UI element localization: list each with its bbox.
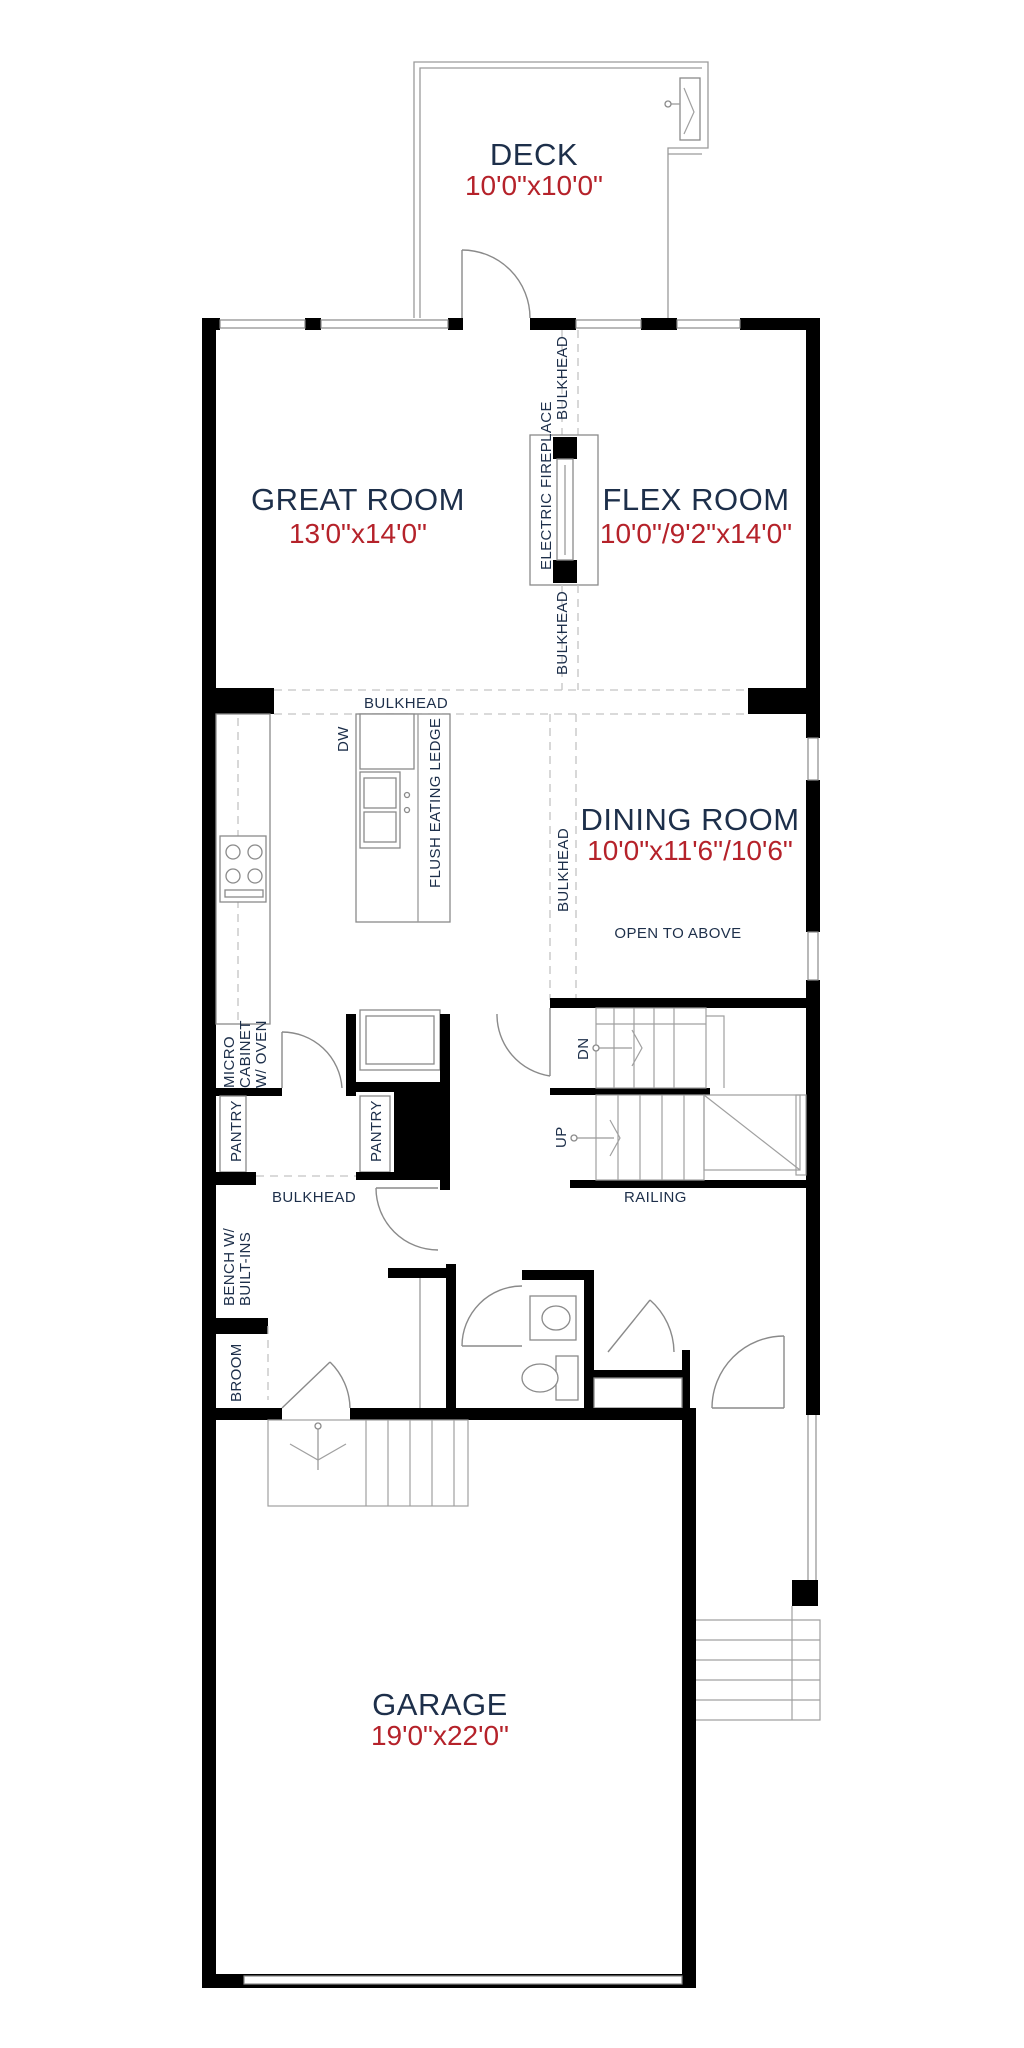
mudroom-door[interactable]	[375, 1187, 439, 1251]
label-w-oven: W/ OVEN	[253, 1020, 270, 1088]
label-built-ins: BUILT-INS	[237, 1232, 254, 1306]
label-broom: BROOM	[228, 1343, 245, 1402]
stair-door[interactable]	[496, 1008, 551, 1077]
room-dims-dining-room: 10'0"x11'6"/10'6"	[587, 835, 793, 866]
label-up: UP	[553, 1126, 570, 1148]
room-name-flex-room: FLEX ROOM	[602, 482, 789, 517]
front-porch	[696, 1415, 821, 1721]
fireplace-wall	[529, 330, 599, 690]
label-dn: DN	[575, 1038, 592, 1060]
label-pantry-left: PANTRY	[228, 1100, 245, 1162]
room-dims-garage: 19'0"x22'0"	[371, 1720, 509, 1751]
label-bulkhead-kitchen: BULKHEAD	[364, 695, 448, 712]
label-open-to-above: OPEN TO ABOVE	[614, 925, 741, 942]
deck-door[interactable]	[461, 249, 531, 319]
label-electric-fireplace: ELECTRIC FIREPLACE	[538, 401, 555, 570]
stairs-down	[592, 1007, 725, 1089]
label-bulkhead-dining: BULKHEAD	[555, 828, 572, 912]
label-flush-eating-ledge: FLUSH EATING LEDGE	[427, 718, 444, 888]
label-bulkhead-lower: BULKHEAD	[554, 591, 571, 675]
front-door[interactable]	[711, 1335, 785, 1409]
room-name-great-room: GREAT ROOM	[251, 482, 465, 517]
stairs-up	[570, 1094, 807, 1181]
pantry-walls	[216, 1009, 450, 1190]
label-bench-w: BENCH W/	[221, 1227, 238, 1306]
deck	[413, 61, 709, 318]
label-bulkhead-upper: BULKHEAD	[554, 336, 571, 420]
mudroom-walls	[216, 1264, 690, 1410]
label-railing: RAILING	[624, 1189, 687, 1206]
powder-room	[461, 1285, 579, 1401]
closet-door[interactable]	[593, 1299, 683, 1409]
room-dims-great-room: 13'0"x14'0"	[289, 518, 427, 549]
label-pantry-right: PANTRY	[368, 1100, 385, 1162]
garage-stairs	[267, 1361, 469, 1507]
exterior-walls	[202, 318, 820, 1415]
dining-walls	[550, 998, 820, 1188]
label-bulkhead-mudroom: BULKHEAD	[272, 1189, 356, 1206]
kitchen-bulkhead	[216, 688, 806, 1000]
room-dims-deck: 10'0"x10'0"	[465, 170, 603, 201]
label-micro: MICRO	[221, 1036, 238, 1088]
cooktop	[219, 835, 267, 903]
room-name-deck: DECK	[490, 137, 578, 172]
windows-right	[807, 737, 819, 981]
garage-walls	[202, 1408, 696, 1988]
label-cabinet: CABINET	[237, 1020, 254, 1088]
kitchen	[215, 713, 451, 1025]
double-sink	[359, 771, 411, 849]
room-dims-flex-room: 10'0"/9'2"x14'0"	[600, 518, 792, 549]
label-dw: DW	[335, 726, 352, 752]
room-name-dining-room: DINING ROOM	[580, 802, 799, 837]
room-name-garage: GARAGE	[372, 1687, 508, 1722]
pantry-door[interactable]	[281, 1031, 343, 1089]
windows-top	[219, 319, 741, 329]
